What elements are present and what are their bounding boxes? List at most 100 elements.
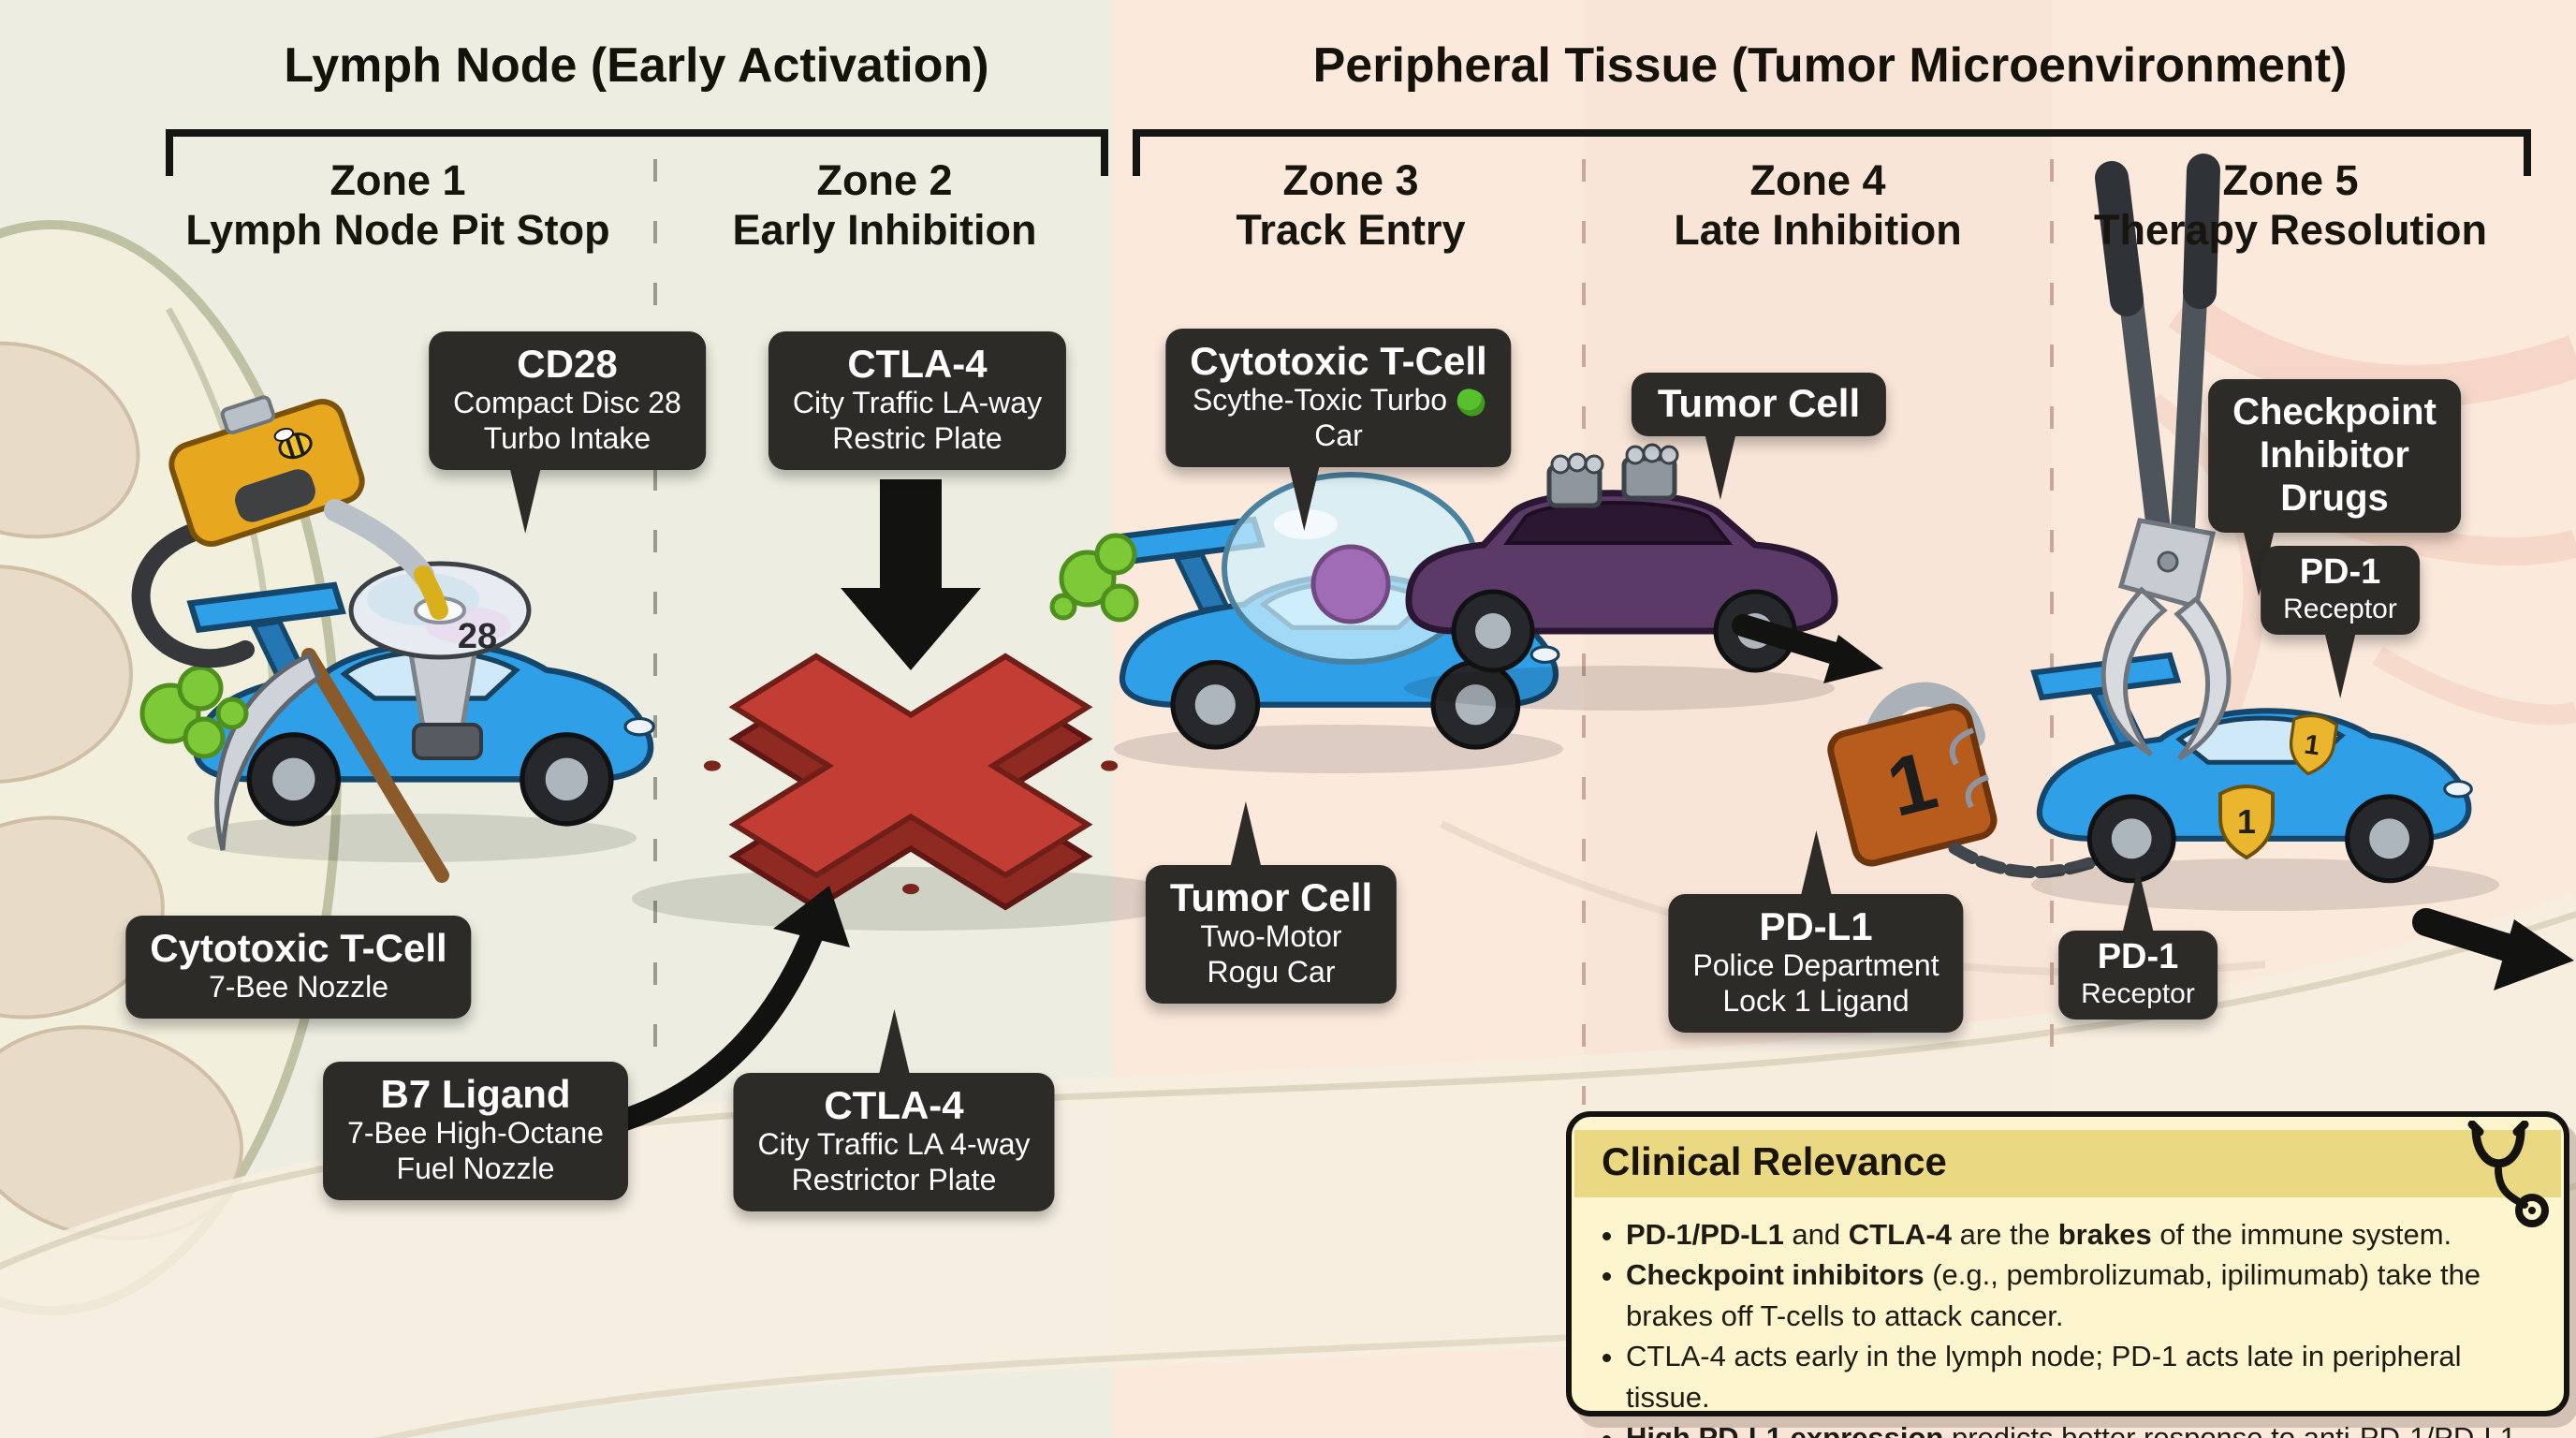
badge-number: 1 [2303, 729, 2322, 762]
bee-icon [273, 427, 313, 460]
label-sub: Restric Plate [832, 420, 1003, 455]
label-sub: City Traffic LA 4-way [757, 1127, 1031, 1162]
label-pointer [1288, 462, 1321, 531]
checkpoint-inhibitor-drugs-label: Checkpoint Inhibitor Drugs [2208, 379, 2461, 596]
zone-number: Zone 1 [329, 156, 466, 204]
fuel-stream-icon [414, 565, 448, 620]
label-title: Cytotoxic T-Cell [1190, 339, 1487, 383]
zone-name: Early Inhibition [732, 206, 1037, 255]
label-sub: Two-Motor [1200, 919, 1342, 954]
label-sub: Rogu Car [1207, 954, 1336, 989]
car-shadow [1404, 666, 1835, 711]
zone-number: Zone 5 [2222, 156, 2359, 204]
green-exhaust-icon [1049, 533, 1139, 623]
x-shadow [632, 867, 1193, 931]
label-pointer [2323, 631, 2356, 699]
badge-number: 1 [2237, 802, 2256, 841]
label-title: CTLA-4 [847, 342, 988, 386]
section-name: Lymph Node [284, 38, 578, 93]
label-sub: Police Department [1692, 948, 1939, 983]
label-sub: City Traffic LA-way [792, 386, 1043, 420]
label-title: CD28 [517, 342, 618, 386]
clinical-bullet: PD-1/PD-L1 and CTLA-4 are the brakes of … [1626, 1214, 2549, 1255]
cd-number: 28 [458, 617, 497, 656]
label-sub: Car [1314, 418, 1363, 452]
zone-4-title: Zone 4 Late Inhibition [1565, 155, 2071, 255]
section-title-peripheral-tissue: Peripheral Tissue (Tumor Microenvironmen… [1313, 37, 2348, 94]
label-sub: Restrictor Plate [791, 1162, 997, 1196]
compact-disc-icon: 28 [348, 561, 532, 660]
zone-2-title: Zone 2 Early Inhibition [632, 155, 1137, 255]
section-title-lymph-node: Lymph Node (Early Activation) [284, 37, 988, 94]
cytotoxic-t-cell-zone1-label: Cytotoxic T-Cell 7-Bee Nozzle [125, 916, 472, 1019]
tumor-muscle-car-icon [1405, 443, 1838, 673]
green-exhaust-icon [139, 665, 249, 759]
zone-name: Late Inhibition [1674, 206, 1962, 255]
clinical-title-band [1574, 1130, 2561, 1197]
label-title: PD-L1 [1759, 904, 1873, 948]
label-sub-text: Scythe-Toxic Turbo [1192, 383, 1448, 418]
label-title: PD-1 [2097, 937, 2179, 976]
zone-number: Zone 2 [816, 156, 953, 204]
b7-to-x-curved-arrow-icon [602, 886, 850, 1135]
peripheral-tissue-bracket [1133, 129, 2531, 176]
zone-5-title: Zone 5 Therapy Resolution [2038, 155, 2543, 255]
engine-stack-icon [1546, 443, 1679, 508]
b7-ligand-label: B7 Ligand 7-Bee High-Octane Fuel Nozzle [323, 1062, 628, 1200]
cd28-label: CD28 Compact Disc 28 Turbo Intake [429, 331, 706, 534]
green-splat-icon [1453, 386, 1488, 419]
label-sub: Compact Disc 28 [453, 386, 681, 420]
clinical-bullet: CTLA-4 acts early in the lymph node; PD-… [1626, 1336, 2549, 1417]
label-sub: Receptor [2081, 977, 2195, 1009]
label-title: PD-1 [2299, 552, 2381, 592]
engagement-arrow-icon [1732, 614, 1883, 683]
label-pointer [1230, 801, 1263, 869]
label-sub: Fuel Nozzle [396, 1151, 555, 1185]
label-pointer [878, 1009, 910, 1077]
zone-3-title: Zone 3 Track Entry [1098, 155, 1603, 255]
section-subtitle: (Early Activation) [590, 38, 989, 93]
label-title: Cytotoxic T-Cell [150, 926, 447, 970]
label-title: Tumor Cell [1169, 875, 1373, 919]
label-pointer [509, 465, 542, 534]
pdl1-label: PD-L1 Police Department Lock 1 Ligand [1668, 830, 1964, 1033]
zone-name: Track Entry [1236, 206, 1466, 255]
zone-name: Therapy Resolution [2093, 206, 2488, 255]
zone-1-title: Zone 1 Lymph Node Pit Stop [145, 155, 651, 255]
pd1-badge-icon: 1 [2218, 785, 2275, 860]
label-sub: Lock 1 Ligand [1722, 983, 1910, 1018]
label-sub: 7-Bee High-Octane [347, 1116, 604, 1151]
pd1-receptor-bottom-label: PD-1 Receptor [2058, 867, 2217, 1020]
tumor-cell-zone3-label: Tumor Cell Two-Motor Rogu Car [1145, 801, 1398, 1004]
label-pointer [1705, 433, 1737, 501]
label-title: CTLA-4 [824, 1083, 964, 1127]
inhibition-down-arrow-icon [841, 479, 981, 670]
exit-arrow-icon [2412, 908, 2574, 990]
clinical-relevance-box: Clinical Relevance PD-1/PD-L1 and CTLA-4… [1566, 1111, 2569, 1438]
section-subtitle: (Tumor Microenvironment) [1731, 38, 2348, 93]
zone-number: Zone 4 [1749, 156, 1886, 204]
section-name: Peripheral Tissue [1312, 38, 1719, 93]
pd1-badge-icon: 1 [2289, 713, 2339, 776]
cytotoxic-t-cell-zone3-label: Cytotoxic T-Cell Scythe-Toxic Turbo Car [1165, 329, 1512, 531]
tumor-cell-zone4-label: Tumor Cell [1631, 373, 1887, 501]
label-sub: Scythe-Toxic Turbo [1190, 383, 1488, 419]
lymph-node-bracket [166, 129, 1108, 176]
label-sub: 7-Bee Nozzle [208, 970, 389, 1005]
label-title: Inhibitor Drugs [2260, 434, 2409, 519]
label-sub: Receptor [2283, 593, 2397, 624]
clinical-title: Clinical Relevance [1602, 1139, 1947, 1183]
label-title: Checkpoint [2232, 391, 2437, 433]
pd1-receptor-top-label: PD-1 Receptor [2261, 546, 2420, 699]
ctla4-top-label: CTLA-4 City Traffic LA-way Restric Plate [768, 331, 1067, 470]
gas-pump-nozzle-icon [131, 395, 448, 668]
scythe-icon [214, 648, 449, 883]
zone-name: Lymph Node Pit Stop [185, 206, 610, 255]
label-title: B7 Ligand [380, 1072, 571, 1116]
red-x-restrictor-icon [703, 637, 1119, 911]
clinical-bullets: PD-1/PD-L1 and CTLA-4 are the brakes of … [1590, 1214, 2549, 1438]
motion-lines-icon [1949, 727, 1990, 809]
label-sub: Turbo Intake [483, 420, 651, 455]
